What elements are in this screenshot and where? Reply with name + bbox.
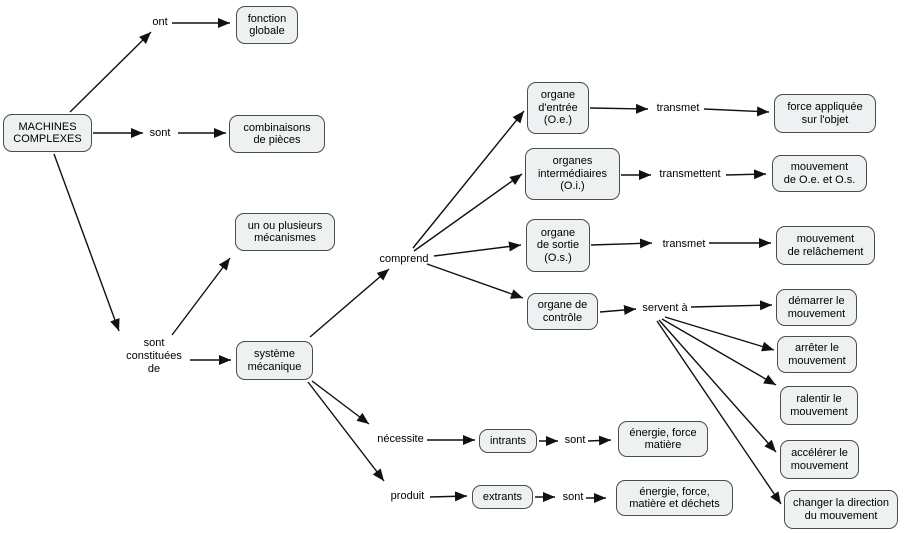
node-accelerer-mouvement[interactable]: accélérer le mouvement (780, 440, 859, 479)
node-energie-matiere-dechets[interactable]: énergie, force, matière et déchets (616, 480, 733, 516)
arrow-comprend-to-organe-entree (412, 110, 525, 249)
edge-label-necessite[interactable]: nécessite (377, 433, 424, 445)
arrow-servent-to-changer-direction (656, 320, 782, 505)
node-organe-controle[interactable]: organe de contrôle (527, 293, 598, 330)
arrow-comprend-to-organe-sortie (433, 241, 522, 257)
edge-label-transmet-1[interactable]: transmet (656, 102, 700, 114)
node-fonction-globale[interactable]: fonction globale (236, 6, 298, 44)
arrow-comprend-to-organe-controle (426, 263, 524, 299)
node-extrants[interactable]: extrants (472, 485, 533, 509)
arrow-servent-to-demarrer (690, 300, 773, 311)
arrow-machines-to-constituees (53, 153, 120, 332)
node-machines-complexes[interactable]: MACHINES COMPLEXES (3, 114, 92, 152)
edge-label-sont-constituees-de[interactable]: sont constituées de (126, 337, 182, 375)
arrow-sortie-to-transmet (590, 238, 653, 249)
arrow-systeme-to-comprend (309, 268, 390, 338)
arrow-servent-to-ralentir (661, 318, 777, 386)
arrow-machines-to-ont (69, 31, 152, 113)
edge-label-transmet-2[interactable]: transmet (662, 238, 706, 250)
arrow-produit-to-extrants (429, 491, 468, 502)
edge-label-transmettent[interactable]: transmettent (659, 168, 721, 180)
edge-label-sont-2[interactable]: sont (564, 434, 586, 446)
node-organes-intermediaires[interactable]: organes intermédiaires (O.i.) (525, 148, 620, 200)
arrow-transmet-to-force-appliquee (703, 106, 770, 117)
edge-label-comprend[interactable]: comprend (379, 253, 429, 265)
node-organe-sortie[interactable]: organe de sortie (O.s.) (526, 219, 590, 272)
arrow-comprend-to-organes-intermediaires (413, 173, 523, 252)
arrow-systeme-to-necessite (311, 380, 370, 425)
node-combinaisons-pieces[interactable]: combinaisons de pièces (229, 115, 325, 153)
node-force-appliquee[interactable]: force appliquée sur l'objet (774, 94, 876, 133)
node-un-ou-plusieurs-mecanismes[interactable]: un ou plusieurs mécanismes (235, 213, 335, 251)
arrow-sont-to-energie-matiere (587, 435, 612, 446)
node-mouvement-oe-os[interactable]: mouvement de O.e. et O.s. (772, 155, 867, 192)
edge-label-produit[interactable]: produit (390, 490, 425, 502)
node-arreter-mouvement[interactable]: arrêter le mouvement (777, 336, 857, 373)
arrow-constituees-to-mecanismes (171, 257, 231, 336)
node-mouvement-relachement[interactable]: mouvement de relâchement (776, 226, 875, 265)
edge-label-sont-3[interactable]: sont (562, 491, 584, 503)
node-organe-entree[interactable]: organe d'entrée (O.e.) (527, 82, 589, 134)
arrow-controle-to-servent (599, 305, 637, 315)
edge-label-ont[interactable]: ont (152, 16, 168, 28)
node-ralentir-mouvement[interactable]: ralentir le mouvement (780, 386, 858, 425)
arrow-servent-to-arreter (664, 316, 775, 352)
edge-label-sont-1[interactable]: sont (149, 127, 171, 139)
arrow-transmettent-to-mouvement-oe-os (725, 169, 767, 180)
arrow-entree-to-transmet (589, 103, 649, 114)
arrow-systeme-to-produit (307, 381, 385, 482)
node-demarrer-mouvement[interactable]: démarrer le mouvement (776, 289, 857, 326)
node-systeme-mecanique[interactable]: système mécanique (236, 341, 313, 380)
node-energie-force-matiere[interactable]: énergie, force matière (618, 421, 708, 457)
node-changer-direction[interactable]: changer la direction du mouvement (784, 490, 898, 529)
node-intrants[interactable]: intrants (479, 429, 537, 453)
edge-label-servent-a[interactable]: servent à (642, 302, 688, 314)
arrow-servent-to-accelerer (658, 319, 777, 453)
